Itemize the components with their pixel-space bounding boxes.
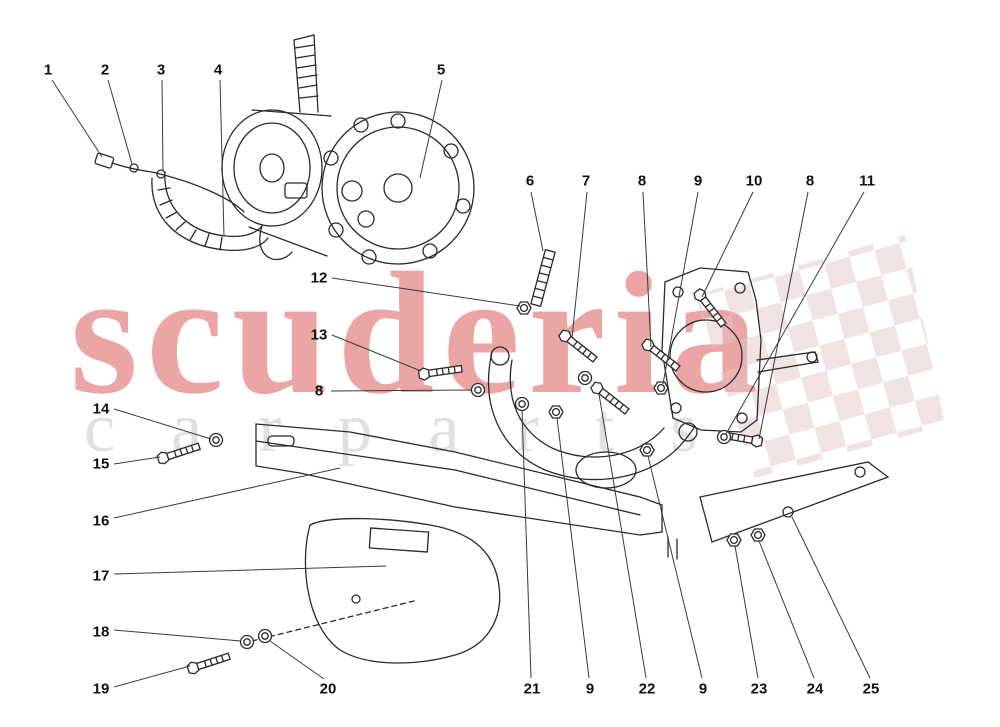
callout-label: 6: [525, 172, 535, 190]
callout-label: 3: [156, 61, 166, 79]
callout-label: 9: [693, 172, 703, 190]
callout-label: 11: [859, 172, 875, 190]
callout-label: 12: [310, 269, 328, 287]
yoke-support-drawing: [488, 346, 698, 489]
callout-label: 22: [638, 680, 656, 698]
callout-label: 14: [92, 400, 110, 418]
callout-label: 19: [92, 680, 110, 698]
callout-label: 1: [43, 61, 53, 79]
callout-label: 8: [805, 172, 815, 190]
callout-label: 8: [637, 172, 647, 190]
callout-label: 23: [750, 680, 768, 698]
callout-label: 17: [92, 567, 110, 585]
connector-wire-drawing: [94, 152, 245, 213]
callout-label: 8: [314, 382, 324, 400]
rear-plate-drawing: [661, 267, 819, 433]
callout-label: 4: [213, 61, 223, 79]
callout-label: 9: [698, 680, 708, 698]
callout-label: 18: [92, 623, 110, 641]
callout-label: 21: [523, 680, 541, 698]
callout-label: 16: [92, 512, 110, 530]
watermark-brand-text: scuderia: [70, 236, 766, 430]
main-bracket-drawing: [255, 423, 678, 560]
checkered-flag-watermark: [695, 235, 945, 478]
callout-label: 10: [745, 172, 763, 190]
right-arm-drawing: [699, 461, 890, 543]
callout-label: 24: [806, 680, 824, 698]
callout-label: 9: [585, 680, 595, 698]
callout-label: 7: [581, 172, 591, 190]
callout-label: 25: [862, 680, 880, 698]
cover-plate-drawing: [251, 517, 501, 664]
callout-label: 5: [436, 61, 446, 79]
belt-drawing: [151, 171, 269, 252]
callout-label: 13: [310, 326, 328, 344]
stud-drawing: [530, 248, 556, 308]
leader-lines: [51, 79, 871, 688]
fasteners-drawing: [155, 286, 766, 676]
callout-label: 2: [100, 61, 110, 79]
callout-label: 20: [319, 680, 337, 698]
callout-label: 15: [92, 455, 110, 473]
